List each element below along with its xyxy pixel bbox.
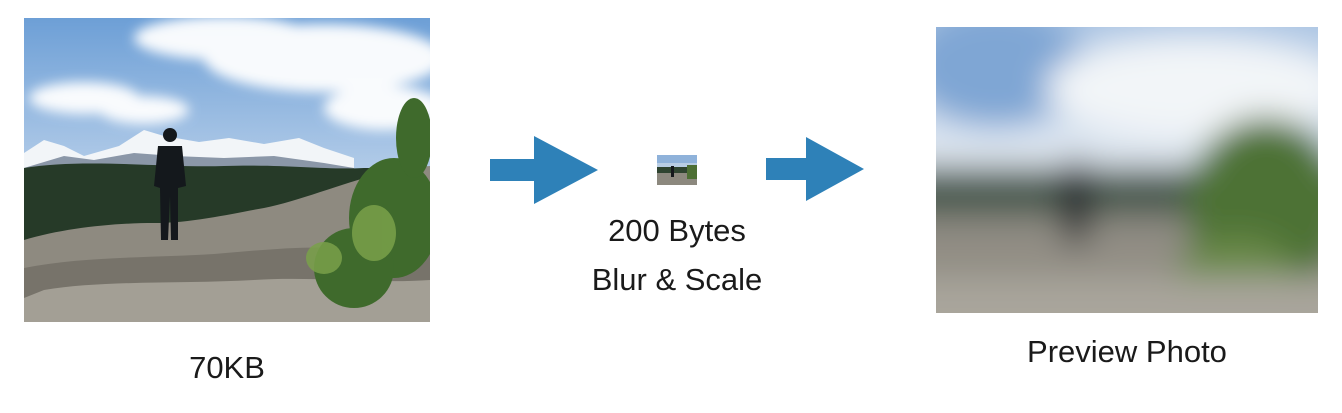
original-size-label: 70KB: [189, 350, 265, 385]
compressed-size-label: 200 Bytes: [608, 213, 746, 248]
preview-photo-label: Preview Photo: [1027, 334, 1227, 369]
original-photo: [24, 18, 430, 322]
right-arrow-icon: [766, 137, 864, 201]
right-arrow-icon: [490, 136, 598, 204]
blurred-preview-photo: [936, 27, 1318, 313]
compressed-thumbnail: [657, 155, 697, 185]
process-label: Blur & Scale: [591, 262, 763, 297]
